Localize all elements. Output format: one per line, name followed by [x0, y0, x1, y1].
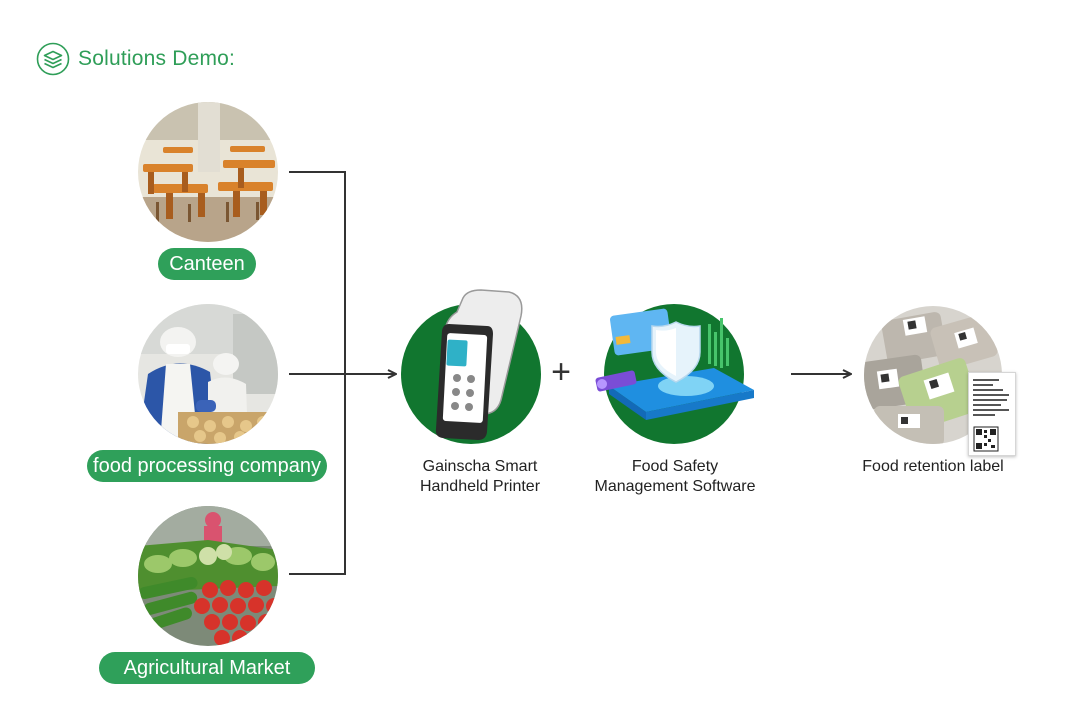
source-label-canteen: Canteen [158, 248, 256, 280]
food-factory-photo [138, 304, 278, 444]
caption-food-safety-software: Food Safety Management Software [594, 458, 756, 495]
caption-food-retention-label: Food retention label [862, 458, 1004, 475]
caption-handheld-printer: Gainscha Smart Handheld Printer [419, 458, 541, 495]
handheld-printer-image [401, 289, 541, 444]
shield-software-image [595, 304, 754, 444]
plus-operator: + [551, 353, 571, 391]
vegetable-market-photo [138, 506, 278, 646]
page-title: Solutions Demo: [78, 47, 236, 70]
source-label-food-processing: food processing company [87, 450, 327, 482]
section-heading: Solutions Demo: [36, 42, 235, 76]
connector-canteen [289, 171, 346, 374]
canteen-photo [138, 102, 278, 242]
source-label-agricultural-market: Agricultural Market [99, 652, 315, 684]
layers-icon [36, 42, 70, 76]
retention-label-card [968, 372, 1016, 456]
